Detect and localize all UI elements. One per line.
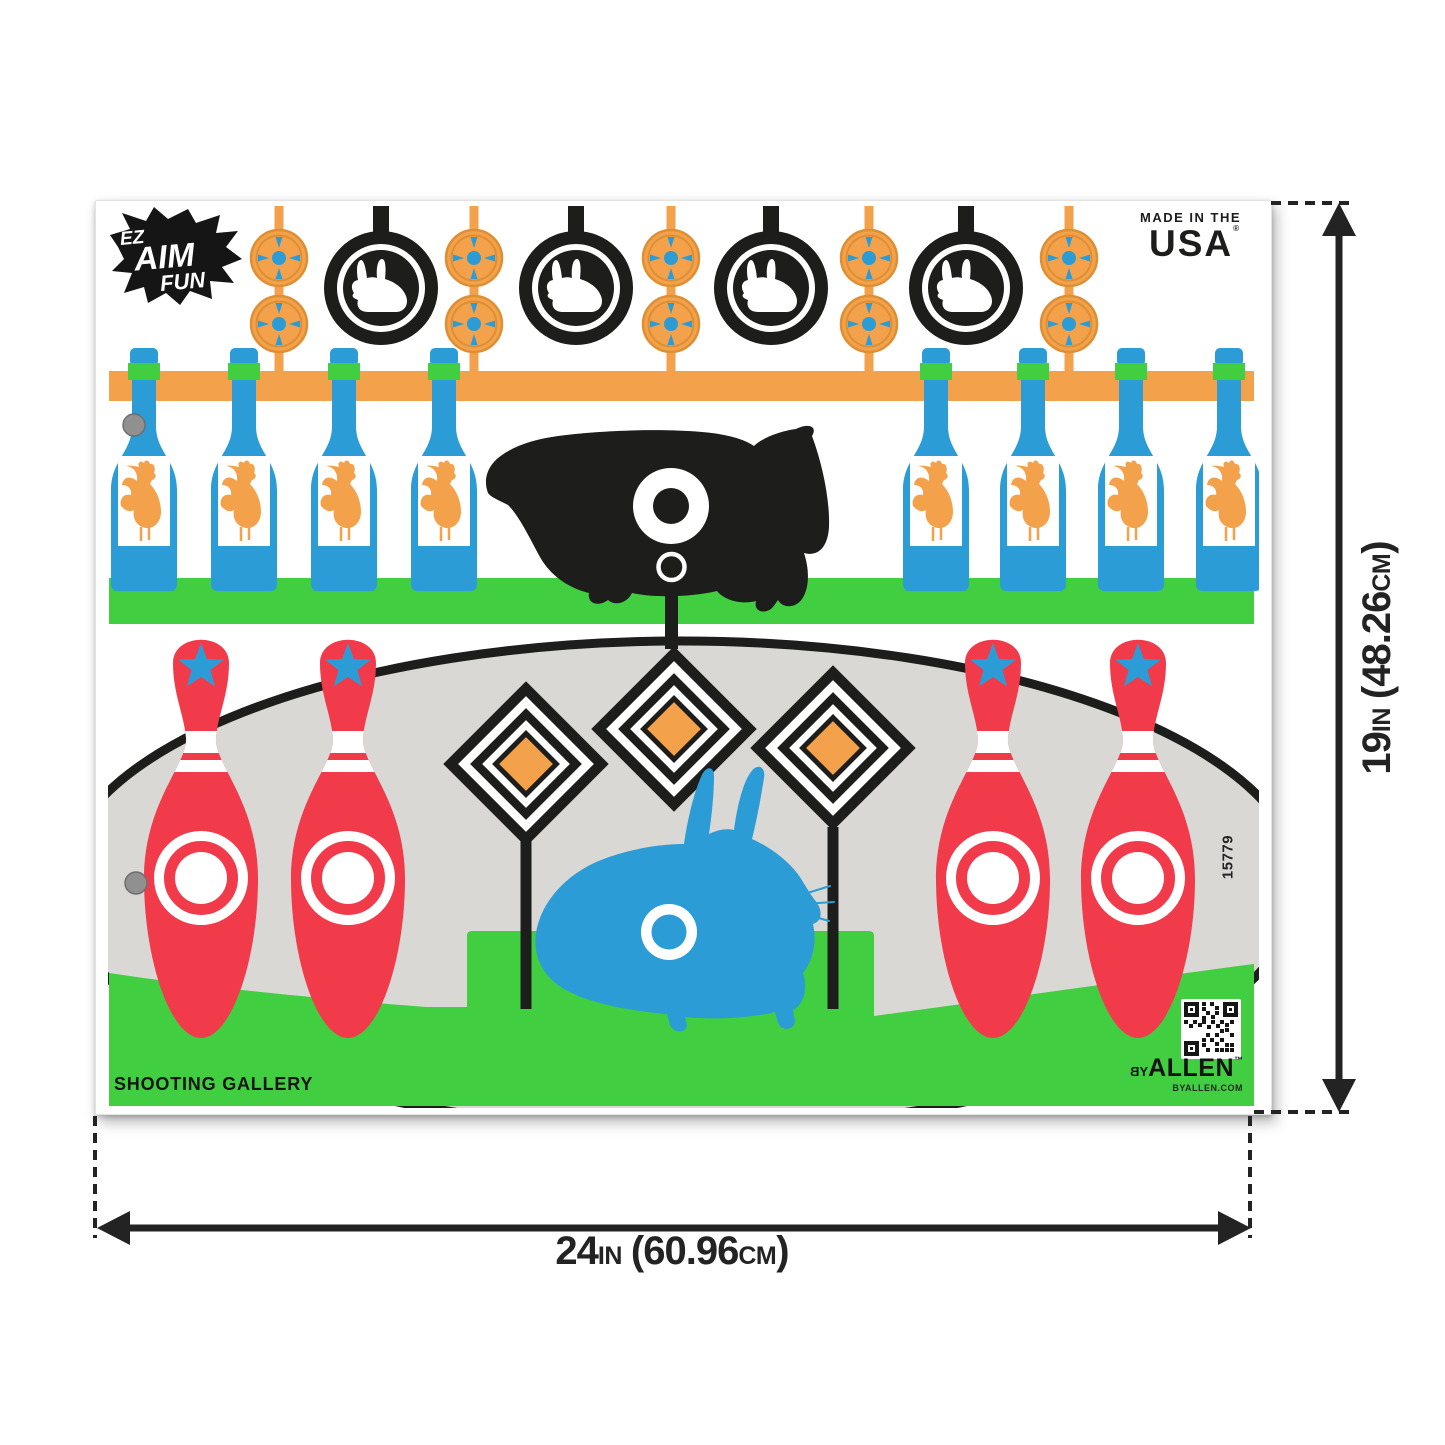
rabbit-ring-target-icon — [721, 206, 822, 339]
arrow-up-icon — [1322, 203, 1356, 236]
made-in-the-text: MADE IN THE — [1140, 210, 1241, 225]
height-dimension-label: 19IN(48.26CM) — [1355, 541, 1399, 775]
arrow-down-icon — [1322, 1079, 1356, 1112]
grommet-hole — [124, 871, 148, 895]
rabbit-ring-target-icon — [526, 206, 627, 339]
bowling-pin-icon — [144, 640, 258, 1038]
rabbit-target-icon — [535, 766, 835, 1032]
width-dimension-label: 24IN(60.96CM) — [555, 1229, 789, 1273]
trademark-mark: ™ — [1234, 1055, 1243, 1065]
rabbit-ring-target-icon — [916, 206, 1017, 339]
allen-by-mark: BY — [1130, 1064, 1149, 1079]
bowling-pin-icon — [1081, 640, 1195, 1038]
grommet-hole — [122, 413, 146, 437]
allen-website: BYALLEN.COM — [1172, 1083, 1243, 1093]
orange-bullseye-pair-icon — [841, 206, 897, 372]
orange-bullseye-pair-icon — [446, 206, 502, 372]
arrow-left-icon — [97, 1211, 130, 1245]
groundhog-target-icon — [485, 425, 830, 649]
orange-bullseye-pair-icon — [643, 206, 699, 372]
shelf-bar — [109, 371, 1254, 401]
diamond-target-icon — [750, 665, 916, 1009]
allen-logo: BYALLEN™ BYALLEN.COM — [1130, 1056, 1243, 1093]
diamond-target-icon — [443, 681, 609, 1009]
qr-code — [1181, 999, 1241, 1059]
rabbit-ring-target-icon — [331, 206, 432, 339]
orange-bullseye-pair-icon — [251, 206, 307, 372]
item-number: 15779 — [1219, 834, 1237, 880]
target-artwork — [108, 201, 1259, 1108]
ink-splat-icon — [110, 207, 242, 305]
orange-bullseye-pair-icon — [1041, 206, 1097, 372]
made-in-usa-mark: MADE IN THE USA® — [1140, 211, 1241, 262]
arrow-right-icon — [1218, 1211, 1251, 1245]
ezaim-fun-logo: EZ AIM FUN — [108, 207, 246, 309]
usa-text: USA® — [1148, 223, 1241, 264]
target-sheet: EZ AIM FUN MADE IN THE USA® SHOOTING GAL… — [95, 200, 1272, 1115]
registered-mark: ® — [1233, 224, 1241, 233]
brand-fun: FUN — [158, 267, 207, 296]
allen-logo-row: BYALLEN™ — [1130, 1054, 1243, 1082]
poster-title: SHOOTING GALLERY — [114, 1074, 314, 1094]
